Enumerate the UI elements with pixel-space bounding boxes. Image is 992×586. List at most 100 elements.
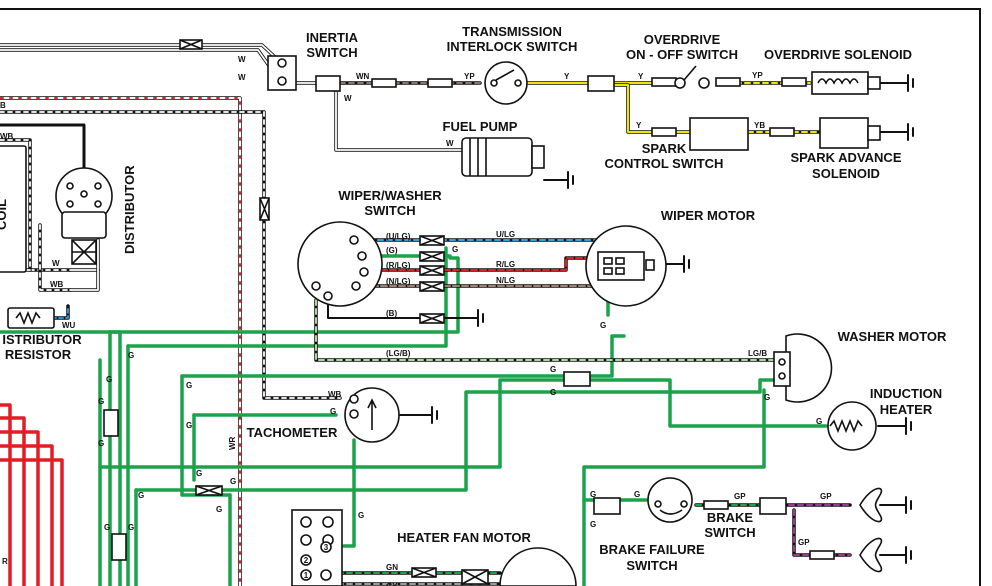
label-transmission-2: INTERLOCK SWITCH: [447, 39, 578, 54]
label-brake-failure-1: BRAKE FAILURE: [599, 542, 705, 557]
label-spark-advance-1: SPARK ADVANCE: [791, 150, 902, 165]
code: G: [106, 375, 112, 384]
code: Y: [636, 121, 642, 130]
fuel-pump: [461, 137, 533, 177]
label-fuel-pump: FUEL PUMP: [443, 119, 518, 134]
code: W: [238, 55, 246, 64]
wires: [0, 43, 914, 586]
code: G: [590, 520, 596, 529]
code: G: [128, 523, 134, 532]
code: G: [634, 490, 640, 499]
transmission-switch: [484, 61, 528, 105]
washer-motor: [785, 333, 833, 403]
code: GP: [820, 492, 832, 501]
code: W: [446, 139, 454, 148]
code: YP: [752, 71, 763, 80]
code: N/LG: [496, 276, 515, 285]
code: GY: [386, 582, 398, 586]
label-wiper-washer-1: WIPER/WASHER: [338, 188, 442, 203]
code: GP: [734, 492, 746, 501]
wire-code-labels: W W WN W YP Y Y YP Y YB W B WB W WB WU (…: [0, 55, 832, 586]
code: G: [98, 439, 104, 448]
code: Y: [638, 72, 644, 81]
heater-fan-connector: [291, 509, 343, 586]
code: G: [816, 417, 822, 426]
code: WB: [0, 132, 14, 141]
label-overdrive-switch-2: ON - OFF SWITCH: [626, 47, 738, 62]
code: G: [196, 469, 202, 478]
label-wiper-motor: WIPER MOTOR: [661, 208, 756, 223]
code: YB: [754, 121, 765, 130]
code: (B): [386, 309, 397, 318]
code: GN: [386, 563, 398, 572]
code: (N/LG): [386, 277, 411, 286]
components: [0, 39, 883, 586]
label-inertia-1: INERTIA: [306, 30, 359, 45]
label-tachometer: TACHOMETER: [247, 425, 338, 440]
code: (R/LG): [386, 261, 411, 270]
code: G: [600, 321, 606, 330]
code: (G): [386, 246, 398, 255]
code: LG/B: [748, 349, 767, 358]
code: R: [2, 557, 8, 566]
code: WB: [328, 390, 342, 399]
label-inertia-2: SWITCH: [306, 45, 357, 60]
label-wiper-washer-2: SWITCH: [364, 203, 415, 218]
label-overdrive-switch-1: OVERDRIVE: [644, 32, 721, 47]
overdrive-solenoid: [811, 71, 869, 95]
code: G: [128, 351, 134, 360]
code: G: [550, 388, 556, 397]
brake-failure-switch: [647, 477, 693, 523]
code: B: [0, 101, 6, 110]
pin-number: 3: [324, 543, 329, 552]
code: G: [330, 407, 336, 416]
wiper-washer-switch: [297, 221, 383, 307]
code: G: [590, 490, 596, 499]
heater-fan-motor: [499, 547, 577, 586]
spark-advance-solenoid: [819, 117, 869, 149]
code: G: [358, 511, 364, 520]
pin-number: 1: [304, 571, 309, 580]
code: U/LG: [496, 230, 515, 239]
code: W: [344, 94, 352, 103]
pin-labels: 2 1 3: [304, 543, 329, 580]
label-overdrive-solenoid: OVERDRIVE SOLENOID: [764, 47, 912, 62]
code: G: [104, 523, 110, 532]
code: G: [186, 421, 192, 430]
code: Y: [564, 72, 570, 81]
label-distributor-resistor-2: RESISTOR: [5, 347, 72, 362]
spark-control-switch: [689, 117, 749, 151]
coil: [0, 145, 27, 273]
code: G: [550, 365, 556, 374]
label-transmission-1: TRANSMISSION: [462, 24, 562, 39]
code: R/LG: [496, 260, 515, 269]
code: WU: [62, 321, 76, 330]
label-distributor-resistor-1: ISTRIBUTOR: [2, 332, 82, 347]
label-induction-heater-1: INDUCTION: [870, 386, 942, 401]
code: (LG/B): [386, 349, 411, 358]
lamp-lower: [859, 537, 883, 573]
label-induction-heater-2: HEATER: [880, 402, 933, 417]
label-brake-switch-2: SWITCH: [704, 525, 755, 540]
code: GP: [798, 538, 810, 547]
code: W: [238, 73, 246, 82]
label-heater-fan: HEATER FAN MOTOR: [397, 530, 531, 545]
code: G: [98, 397, 104, 406]
code: WN: [356, 72, 370, 81]
code: G: [186, 381, 192, 390]
code: G: [452, 245, 458, 254]
label-spark-advance-2: SOLENOID: [812, 166, 880, 181]
code: W: [52, 259, 60, 268]
label-coil: COIL: [0, 199, 9, 230]
label-spark-control-1: SPARK: [642, 141, 687, 156]
code: G: [216, 505, 222, 514]
code: G: [764, 393, 770, 402]
label-brake-failure-2: SWITCH: [626, 558, 677, 573]
code: WR: [228, 436, 237, 450]
label-brake-switch-1: BRAKE: [707, 510, 754, 525]
label-washer-motor: WASHER MOTOR: [838, 329, 947, 344]
distributor-resistor: [7, 307, 55, 329]
code: G: [230, 477, 236, 486]
frame-border: [0, 8, 981, 586]
